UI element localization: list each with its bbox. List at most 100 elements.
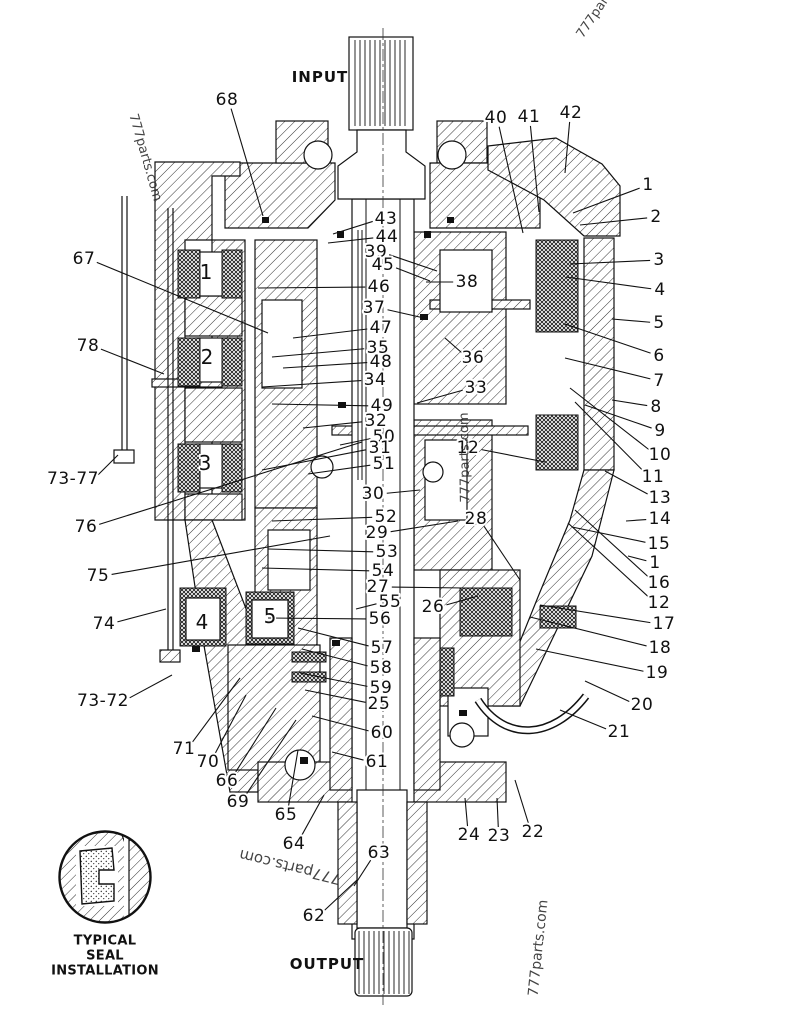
leader-line-34 bbox=[261, 380, 362, 388]
leader-line-44 bbox=[327, 237, 374, 244]
callout-8: 8 bbox=[650, 397, 661, 417]
leader-line-64 bbox=[300, 794, 325, 837]
callout-66: 66 bbox=[216, 771, 239, 791]
clutch-number-4: 4 bbox=[196, 610, 209, 634]
callout-9: 9 bbox=[654, 421, 665, 441]
callout-31: 31 bbox=[369, 438, 392, 458]
leader-line-4 bbox=[565, 276, 652, 290]
callout-17: 17 bbox=[653, 614, 676, 634]
leader-line-69 bbox=[245, 719, 297, 795]
callout-75: 75 bbox=[87, 566, 110, 586]
input-label: INPUT bbox=[291, 68, 349, 86]
leader-line-63 bbox=[353, 859, 372, 887]
clutch-number-3: 3 bbox=[199, 451, 212, 475]
callout-12: 12 bbox=[648, 593, 671, 613]
callout-69: 69 bbox=[227, 792, 250, 812]
callout-39: 39 bbox=[365, 242, 388, 262]
left-long-rod bbox=[121, 196, 128, 450]
leader-line-28 bbox=[483, 525, 521, 581]
leader-line-25 bbox=[304, 689, 366, 703]
callout-63: 63 bbox=[368, 843, 391, 863]
leader-line-78 bbox=[100, 348, 165, 375]
callout-18: 18 bbox=[649, 638, 672, 658]
leader-line-13 bbox=[604, 470, 648, 495]
callout-53: 53 bbox=[376, 542, 399, 562]
seal-elements bbox=[192, 217, 467, 764]
leader-line-47 bbox=[292, 328, 368, 339]
leader-line-56 bbox=[267, 617, 367, 620]
callout-15: 15 bbox=[648, 534, 671, 554]
callout-25: 25 bbox=[368, 694, 391, 714]
callout-14: 14 bbox=[649, 509, 672, 529]
output-bearing-right bbox=[449, 722, 475, 748]
callout-34: 34 bbox=[364, 370, 387, 390]
callout-32: 32 bbox=[365, 411, 388, 431]
callout-19: 19 bbox=[646, 663, 669, 683]
leader-line-60 bbox=[311, 715, 369, 732]
callout-5: 5 bbox=[653, 313, 664, 333]
leader-line-43 bbox=[332, 220, 373, 235]
leader-line-7 bbox=[564, 357, 651, 380]
inset-caption-line1: TYPICAL bbox=[73, 933, 137, 949]
leader-line-37 bbox=[387, 309, 425, 319]
callout-76: 76 bbox=[75, 517, 98, 537]
leader-line-26 bbox=[446, 595, 479, 606]
callout-27: 27 bbox=[367, 577, 390, 597]
callout-41: 41 bbox=[518, 107, 541, 127]
leader-line-75 bbox=[111, 535, 331, 576]
callout-7: 7 bbox=[653, 371, 664, 391]
callout-2: 2 bbox=[650, 207, 661, 227]
leader-line-18 bbox=[529, 616, 647, 647]
inset-caption-line3: INSTALLATION bbox=[51, 963, 159, 979]
callout-49: 49 bbox=[371, 396, 394, 416]
rods-and-pipe bbox=[121, 28, 590, 1005]
callout-71: 71 bbox=[173, 739, 196, 759]
leader-line-10 bbox=[569, 387, 650, 451]
input-spline bbox=[348, 36, 414, 131]
leader-line-17 bbox=[539, 604, 651, 624]
input-bearing-right bbox=[437, 140, 467, 170]
callout-29: 29 bbox=[366, 523, 389, 543]
leader-line-67 bbox=[96, 261, 269, 334]
leader-line-40 bbox=[498, 126, 524, 234]
leader-line-3 bbox=[569, 259, 651, 265]
leader-line-39 bbox=[388, 254, 438, 272]
leader-line-5 bbox=[611, 318, 651, 323]
leader-line-20 bbox=[584, 680, 630, 703]
output-sleeves bbox=[329, 637, 441, 997]
leader-line-41 bbox=[529, 125, 540, 213]
callout-61: 61 bbox=[366, 752, 389, 772]
clutch-number-1: 1 bbox=[200, 260, 213, 284]
input-bearing-left bbox=[303, 140, 333, 170]
callout-57: 57 bbox=[371, 638, 394, 658]
callout-50: 50 bbox=[373, 427, 396, 447]
callout-33: 33 bbox=[465, 378, 488, 398]
leader-line-57 bbox=[297, 627, 369, 647]
leader-line-59 bbox=[299, 672, 368, 687]
callout-44: 44 bbox=[376, 227, 399, 247]
callout-36: 36 bbox=[462, 348, 485, 368]
leader-line-35 bbox=[271, 348, 365, 358]
callout-35: 35 bbox=[367, 338, 390, 358]
callout-60: 60 bbox=[371, 723, 394, 743]
callout-67: 67 bbox=[73, 249, 96, 269]
callout-22: 22 bbox=[522, 822, 545, 842]
callout-78: 78 bbox=[77, 336, 100, 356]
input-shaft-neck bbox=[337, 129, 426, 200]
typical-seal-shape bbox=[79, 847, 115, 905]
leader-line-16 bbox=[574, 509, 649, 578]
leader-line-58 bbox=[301, 648, 368, 667]
leader-line-73-72 bbox=[129, 674, 173, 699]
callout-51: 51 bbox=[373, 454, 396, 474]
leader-line-46 bbox=[257, 286, 366, 289]
callout-48: 48 bbox=[370, 352, 393, 372]
callout-73-77: 73-77 bbox=[47, 469, 99, 489]
callout-16: 16 bbox=[648, 573, 671, 593]
leader-line-61 bbox=[331, 751, 364, 761]
leader-line-55 bbox=[355, 603, 377, 610]
leader-line-32 bbox=[302, 421, 363, 429]
leader-line-23 bbox=[496, 797, 499, 828]
leader-line-1 bbox=[627, 555, 647, 562]
